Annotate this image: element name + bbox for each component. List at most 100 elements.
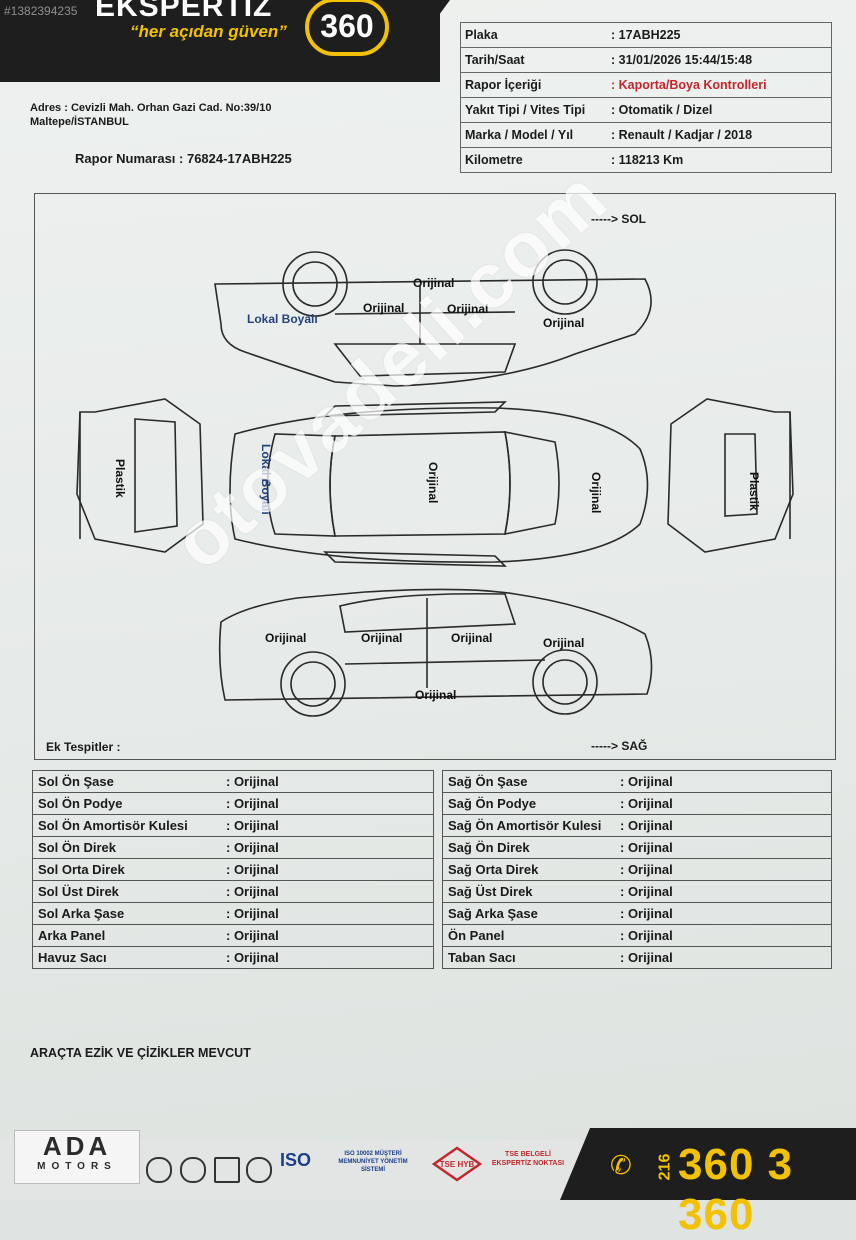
table-row: Sol Ön Amortisör Kulesi: Orijinal xyxy=(32,814,434,837)
info-value: : 118213 Km xyxy=(607,147,832,173)
right-side-car-icon xyxy=(218,588,653,701)
part-label: Taban Sacı xyxy=(442,946,615,969)
left-front-fender-status: Lokal Boyalı xyxy=(247,312,318,326)
report-number: Rapor Numarası : 76824-17ABH225 xyxy=(75,151,292,166)
tire-icon xyxy=(146,1157,172,1183)
part-value: : Orijinal xyxy=(615,814,832,837)
part-value: : Orijinal xyxy=(221,902,434,925)
damage-note: ARAÇTA EZİK VE ÇİZİKLER MEVCUT xyxy=(30,1046,251,1060)
part-label: Sol Arka Şase xyxy=(32,902,221,925)
info-label: Tarih/Saat xyxy=(460,47,607,73)
info-value: : Renault / Kadjar / 2018 xyxy=(607,122,832,148)
top-view-car-icon xyxy=(229,407,649,563)
part-value: : Orijinal xyxy=(221,792,434,815)
part-label: Havuz Sacı xyxy=(32,946,221,969)
info-value: : 31/01/2026 15:44/15:48 xyxy=(607,47,832,73)
part-value: : Orijinal xyxy=(615,946,832,969)
left-rear-door-status: Orijinal xyxy=(447,302,489,316)
table-row: Ön Panel: Orijinal xyxy=(442,924,832,947)
part-value: : Orijinal xyxy=(615,924,832,947)
part-label: Ön Panel xyxy=(442,924,615,947)
part-label: Arka Panel xyxy=(32,924,221,947)
table-row: Sağ Orta Direk: Orijinal xyxy=(442,858,832,881)
phone-number: 360 3 360 xyxy=(678,1140,794,1239)
trunk-status: Orijinal xyxy=(589,472,603,514)
left-parts-table: Sol Ön Şase: Orijinal Sol Ön Podye: Orij… xyxy=(32,770,434,969)
table-row: Sol Ön Podye: Orijinal xyxy=(32,792,434,815)
info-label: Yakıt Tipi / Vites Tipi xyxy=(460,97,607,123)
table-row: Sağ Ön Şase: Orijinal xyxy=(442,770,832,793)
info-row: Kilometre: 118213 Km xyxy=(460,147,832,173)
car-body-diagram: -----> SOL -----> SAĞ Orijinal Orijinal … xyxy=(34,193,836,760)
phone-band xyxy=(590,1128,856,1200)
info-value: : 17ABH225 xyxy=(607,22,832,48)
table-row: Sağ Üst Direk: Orijinal xyxy=(442,880,832,903)
brand-slogan: “her açıdan güven” xyxy=(130,22,287,41)
table-row: Sol Ön Direk: Orijinal xyxy=(32,836,434,859)
table-row: Sol Arka Şase: Orijinal xyxy=(32,902,434,925)
info-row: Tarih/Saat: 31/01/2026 15:44/15:48 xyxy=(460,47,832,73)
right-front-door-status: Orijinal xyxy=(451,631,493,645)
table-row: Sol Üst Direk: Orijinal xyxy=(32,880,434,903)
table-row: Sağ Ön Amortisör Kulesi: Orijinal xyxy=(442,814,832,837)
table-row: Sağ Ön Podye: Orijinal xyxy=(442,792,832,815)
info-row: Plaka: 17ABH225 xyxy=(460,22,832,48)
part-label: Sol Orta Direk xyxy=(32,858,221,881)
part-label: Sağ Üst Direk xyxy=(442,880,615,903)
part-value: : Orijinal xyxy=(221,770,434,793)
phone-icon: ✆ xyxy=(610,1150,632,1180)
dealer-logo: ADA MOTORS xyxy=(14,1130,140,1184)
part-label: Sol Üst Direk xyxy=(32,880,221,903)
dealer-sub: MOTORS xyxy=(37,1161,117,1172)
table-row: Taban Sacı: Orijinal xyxy=(442,946,832,969)
address-line-1: Adres : Cevizli Mah. Orhan Gazi Cad. No:… xyxy=(30,102,272,114)
brand-banner-tip xyxy=(390,0,450,82)
part-label: Sağ Arka Şase xyxy=(442,902,615,925)
info-value-highlight: : Kaporta/Boya Kontrolleri xyxy=(607,72,832,98)
stock-id: #1382394235 xyxy=(4,4,78,18)
front-bumper-status: Plastik xyxy=(747,472,761,511)
rear-view-car-icon xyxy=(76,398,204,553)
part-label: Sağ Ön Direk xyxy=(442,836,615,859)
table-row: Sol Ön Şase: Orijinal xyxy=(32,770,434,793)
tse-logo-text: TSE HYB xyxy=(440,1160,475,1169)
part-value: : Orijinal xyxy=(615,902,832,925)
info-row: Marka / Model / Yıl: Renault / Kadjar / … xyxy=(460,122,832,148)
part-value: : Orijinal xyxy=(221,946,434,969)
right-rear-door-status: Orijinal xyxy=(361,631,403,645)
address-line-2: Maltepe/İSTANBUL xyxy=(30,116,129,128)
rear-bumper-status: Plastik xyxy=(113,459,127,498)
info-row: Yakıt Tipi / Vites Tipi: Otomatik / Dize… xyxy=(460,97,832,123)
tse-text: TSE BELGELİ EKSPERTİZ NOKTASI xyxy=(491,1151,565,1167)
brand-name: EKSPERTİZ xyxy=(95,0,273,23)
gauge-icon xyxy=(180,1157,206,1183)
part-value: : Orijinal xyxy=(221,836,434,859)
iso-logo: ISO xyxy=(280,1150,312,1170)
report-paper xyxy=(0,0,856,1200)
info-label: Plaka xyxy=(460,22,607,48)
front-view-car-icon xyxy=(667,398,794,553)
left-side-car-icon xyxy=(214,278,652,387)
part-label: Sol Ön Podye xyxy=(32,792,221,815)
phone-band-tip xyxy=(560,1128,590,1200)
left-rear-fender-status: Orijinal xyxy=(543,316,585,330)
info-value: : Otomatik / Dizel xyxy=(607,97,832,123)
part-value: : Orijinal xyxy=(615,880,832,903)
info-label: Rapor İçeriği xyxy=(460,72,607,98)
part-label: Sol Ön Şase xyxy=(32,770,221,793)
part-value: : Orijinal xyxy=(615,770,832,793)
table-row: Arka Panel: Orijinal xyxy=(32,924,434,947)
right-sill-status: Orijinal xyxy=(415,688,457,702)
table-row: Sol Orta Direk: Orijinal xyxy=(32,858,434,881)
wheel-icon xyxy=(246,1157,272,1183)
left-front-door-status: Orijinal xyxy=(363,301,405,315)
part-value: : Orijinal xyxy=(221,858,434,881)
right-rear-fender-status: Orijinal xyxy=(265,631,307,645)
part-label: Sağ Ön Podye xyxy=(442,792,615,815)
part-label: Sağ Ön Amortisör Kulesi xyxy=(442,814,615,837)
part-value: : Orijinal xyxy=(615,858,832,881)
table-row: Sağ Arka Şase: Orijinal xyxy=(442,902,832,925)
direction-left-label: -----> SOL xyxy=(591,212,646,226)
part-value: : Orijinal xyxy=(221,880,434,903)
lift-icon xyxy=(214,1157,240,1183)
